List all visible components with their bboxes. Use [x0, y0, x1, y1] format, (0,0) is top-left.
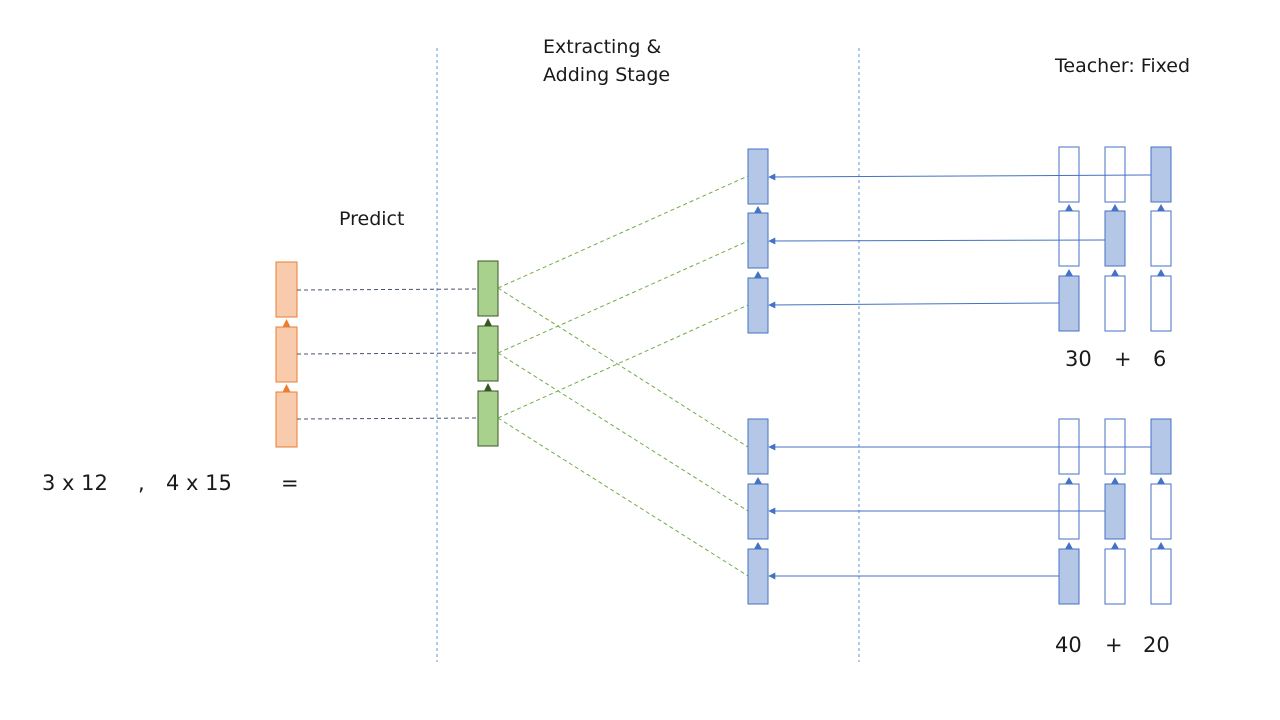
teacher-lower-value-b: 20: [1143, 633, 1170, 657]
blue-block-lower-3: [747, 548, 769, 605]
teacher-label: Teacher: Fixed: [1055, 55, 1191, 77]
equation-right: 4 x 15: [166, 471, 232, 495]
teacher-arrow-upper-3: [768, 301, 1060, 309]
green-block-top: [477, 260, 499, 317]
orange-column: [275, 261, 298, 448]
predict-label: Predict: [339, 208, 405, 230]
equation-comma: ,: [138, 471, 145, 495]
teacher-upper-c1: [1150, 146, 1172, 203]
teacher-lower-b2: [1104, 483, 1126, 540]
teacher-upper-b1: [1104, 146, 1126, 203]
extract-connectors: [497, 175, 749, 577]
teacher-upper-a1: [1058, 146, 1080, 203]
blue-block-upper-3: [747, 277, 769, 334]
teacher-upper-value-b: 6: [1153, 347, 1167, 371]
green-block-bottom: [477, 390, 499, 447]
blue-arrow-up-l1: [754, 477, 762, 484]
teacher-lower-b3: [1104, 548, 1126, 605]
blue-stack-upper: [747, 148, 769, 334]
blue-block-upper-2: [747, 212, 769, 269]
teacher-upper-c2: [1150, 210, 1172, 267]
extract-line-top-lower: [497, 287, 749, 448]
teacher-lower-c1: [1150, 418, 1172, 475]
blue-arrow-up-u2: [754, 271, 762, 278]
predict-connector-bottom: [296, 417, 479, 420]
teacher-upper-up-arrows: [1065, 204, 1165, 276]
teacher-upper-a3: [1058, 275, 1080, 332]
extract-line-middle-lower: [497, 352, 749, 512]
teacher-arrow-upper-2: [768, 237, 1106, 245]
blue-stack-lower: [747, 418, 769, 605]
orange-arrow-up-1: [282, 319, 291, 327]
extract-line-middle-upper: [497, 240, 749, 354]
teacher-lower-a3: [1058, 548, 1080, 605]
green-arrow-up-1: [484, 318, 492, 326]
green-block-middle: [477, 325, 499, 382]
predict-connectors: [296, 288, 479, 420]
orange-block-bottom: [275, 391, 298, 448]
teacher-lower-value-a: 40: [1055, 633, 1082, 657]
blue-block-lower-2: [747, 483, 769, 540]
teacher-lower-c2: [1150, 483, 1172, 540]
extract-line-bottom-lower: [497, 417, 749, 577]
teacher-upper-c3: [1150, 275, 1172, 332]
extract-line-top-upper: [497, 175, 749, 289]
equation-left: 3 x 12: [42, 471, 108, 495]
teacher-lower-c3: [1150, 548, 1172, 605]
extracting-label-line1: Extracting &: [543, 36, 662, 58]
teacher-upper-operator: +: [1114, 347, 1132, 371]
blue-block-lower-1: [747, 418, 769, 475]
teacher-upper-a2: [1058, 210, 1080, 267]
predict-connector-top: [296, 288, 479, 291]
teacher-grid-upper: [1058, 146, 1172, 332]
equation-equals: =: [281, 471, 299, 495]
orange-block-middle: [275, 326, 298, 383]
teacher-upper-b2: [1104, 210, 1126, 267]
predict-connector-middle: [296, 352, 479, 355]
green-column: [477, 260, 499, 447]
teacher-upper-b3: [1104, 275, 1126, 332]
blue-arrow-up-l2: [754, 542, 762, 549]
orange-arrow-up-2: [282, 384, 291, 392]
teacher-arrow-upper-1: [768, 173, 1152, 181]
teacher-arrows-upper: [768, 173, 1152, 309]
teacher-lower-operator: +: [1105, 633, 1123, 657]
green-arrow-up-2: [484, 383, 492, 391]
extract-line-bottom-upper: [497, 304, 749, 419]
teacher-upper-value-a: 30: [1065, 347, 1092, 371]
teacher-lower-up-arrows: [1065, 477, 1165, 549]
blue-block-upper-1: [747, 148, 769, 205]
teacher-arrows-lower: [768, 443, 1151, 580]
orange-block-top: [275, 261, 298, 318]
blue-arrow-up-u1: [754, 206, 762, 213]
extracting-label-line2: Adding Stage: [543, 64, 671, 86]
